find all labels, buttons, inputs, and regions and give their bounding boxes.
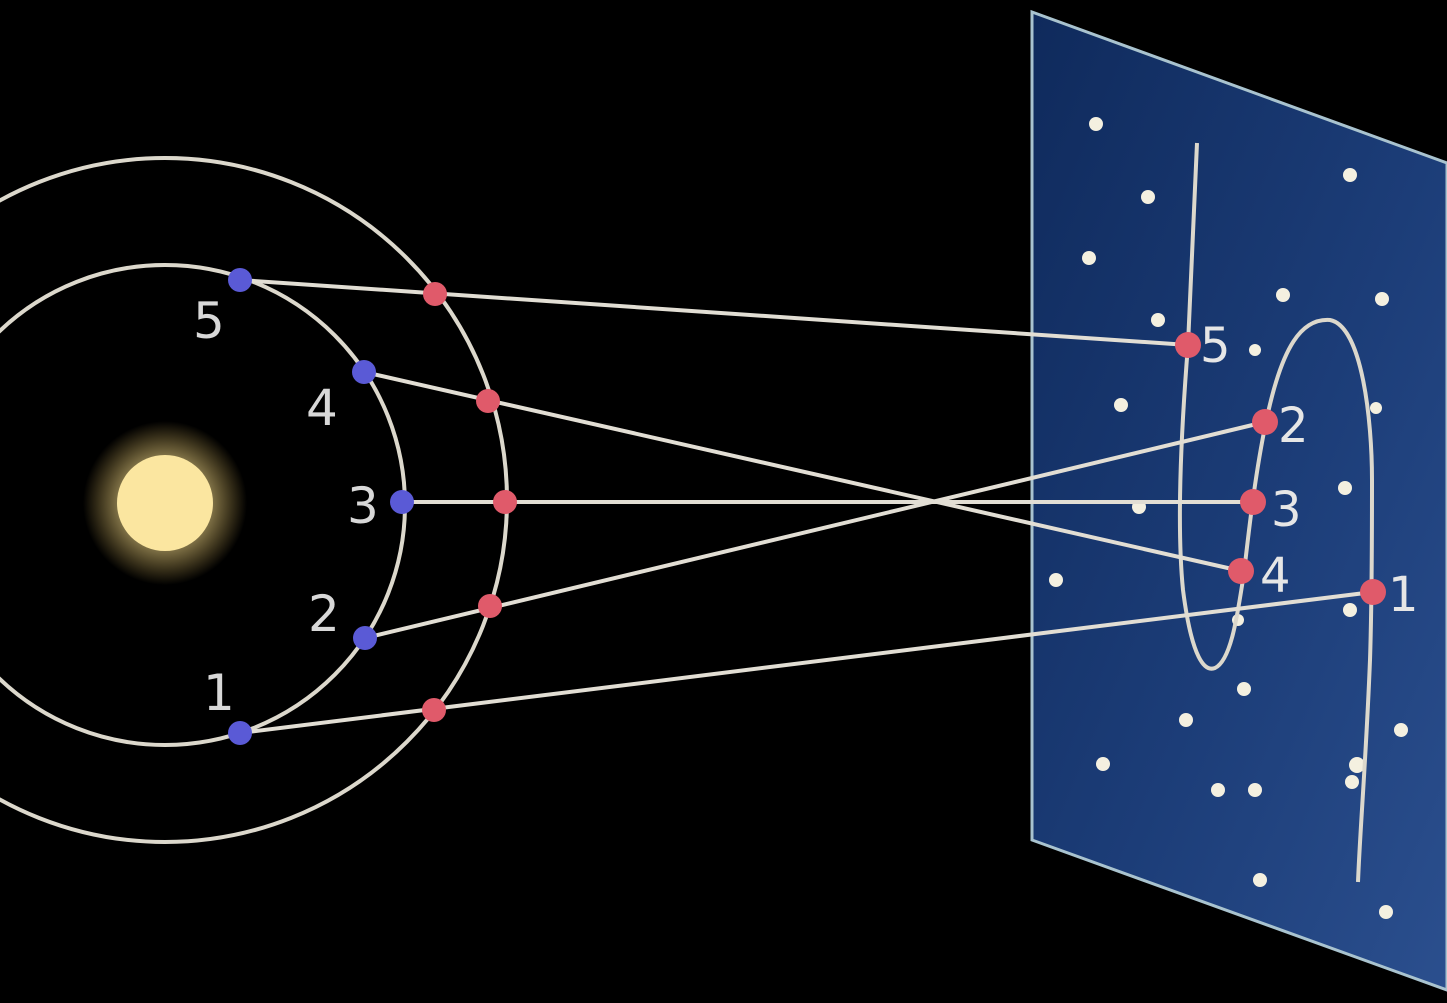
planet-position-3 (493, 490, 517, 514)
star (1343, 168, 1357, 182)
star (1338, 481, 1352, 495)
star (1253, 873, 1267, 887)
sight-line-5 (239, 278, 1189, 347)
apparent-label-3: 3 (1271, 482, 1302, 538)
star (1096, 757, 1110, 771)
star (1248, 783, 1262, 797)
apparent-position-4 (1228, 558, 1254, 584)
star (1379, 905, 1393, 919)
planet-position-4 (476, 389, 500, 413)
apparent-label-5: 5 (1200, 318, 1231, 374)
apparent-label-4: 4 (1260, 548, 1291, 604)
planet-position-5 (423, 282, 447, 306)
earth-positions (228, 268, 414, 745)
earth-position-1 (228, 721, 252, 745)
apparent-positions (1175, 332, 1386, 605)
apparent-position-1 (1360, 579, 1386, 605)
star (1276, 288, 1290, 302)
earth-position-4 (352, 360, 376, 384)
earth-label-3: 3 (347, 477, 379, 535)
sun-icon (83, 421, 247, 585)
star (1394, 723, 1408, 737)
sight-lines (239, 278, 1374, 735)
star (1345, 775, 1359, 789)
earth-label-5: 5 (193, 292, 225, 350)
star (1141, 190, 1155, 204)
planet-positions (422, 282, 517, 722)
star (1237, 682, 1251, 696)
earth-label-4: 4 (306, 379, 338, 437)
apparent-position-2 (1252, 409, 1278, 435)
earth-label-2: 2 (308, 585, 340, 643)
sight-line-4 (363, 370, 1242, 573)
star (1179, 713, 1193, 727)
planet-position-1 (422, 698, 446, 722)
star (1089, 117, 1103, 131)
star (1249, 344, 1261, 356)
earth-position-3 (390, 490, 414, 514)
star (1211, 783, 1225, 797)
star (1343, 603, 1357, 617)
sight-line-2 (364, 420, 1266, 640)
star (1349, 757, 1365, 773)
star (1082, 251, 1096, 265)
star (1151, 313, 1165, 327)
apparent-position-3 (1240, 489, 1266, 515)
star (1375, 292, 1389, 306)
planet-position-2 (478, 594, 502, 618)
apparent-label-2: 2 (1278, 398, 1309, 454)
star (1370, 402, 1382, 414)
apparent-label-1: 1 (1388, 567, 1419, 623)
earth-position-5 (228, 268, 252, 292)
earth-label-1: 1 (203, 664, 235, 722)
earth-position-2 (353, 626, 377, 650)
star (1114, 398, 1128, 412)
apparent-position-5 (1175, 332, 1201, 358)
star (1049, 573, 1063, 587)
